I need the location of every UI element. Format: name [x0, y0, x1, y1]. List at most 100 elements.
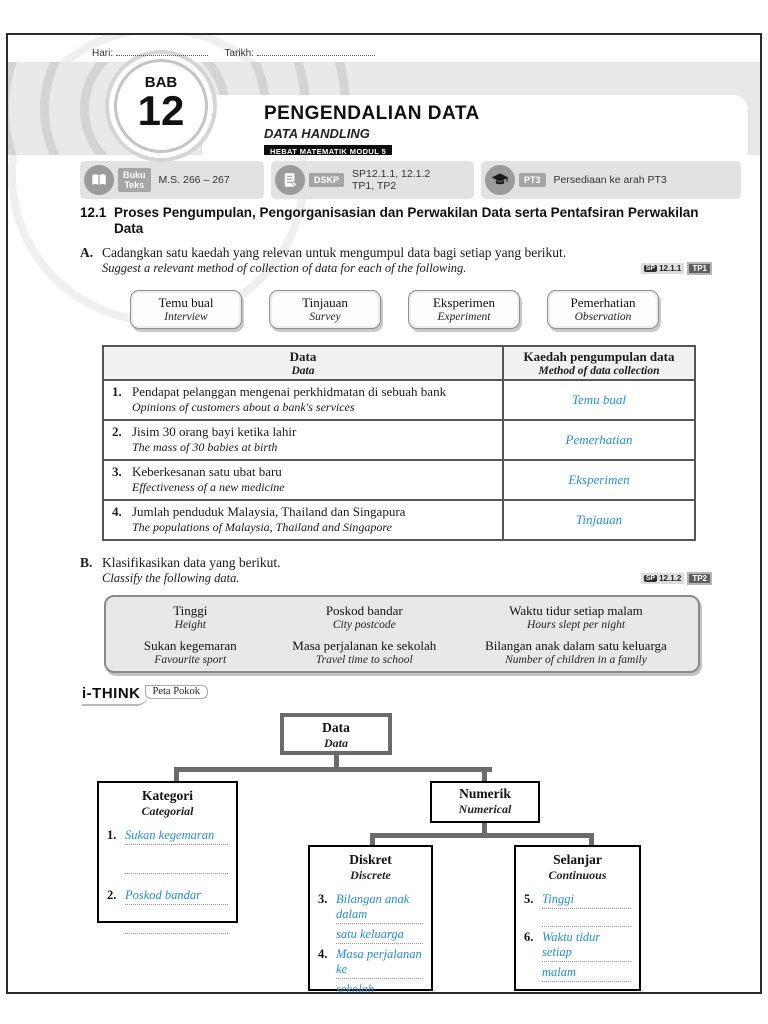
- node-title-malay: Selanjar: [553, 852, 602, 867]
- tree-connector: [174, 769, 179, 781]
- item-malay: Tinggi: [173, 602, 208, 618]
- buku-teks-badge: Buku Teks: [118, 168, 151, 192]
- bab-number: 12: [137, 87, 185, 134]
- table-row: 3.Keberkesanan satu ubat baru Effectiven…: [102, 459, 696, 501]
- tp-level-badge: TP2: [687, 572, 712, 585]
- hari-label: Hari:: [92, 48, 114, 59]
- mortarboard-icon: [485, 165, 515, 195]
- part-b-label: B.: [80, 555, 93, 570]
- answer-number: [524, 912, 542, 927]
- sp-standard-badge: SP 12.1.1: [640, 263, 685, 274]
- part-a-instruction-malay: Cadangkan satu kaedah yang relevan untuk…: [102, 245, 567, 260]
- option-label-english: Survey: [309, 311, 341, 323]
- tree-connector: [482, 823, 487, 835]
- answer-list: 1.Sukan kegemaran 2.Poskod bandar: [99, 819, 236, 934]
- answer-number: 1.: [107, 828, 117, 842]
- answer-number: [107, 919, 125, 934]
- item-malay: Waktu tidur setiap malam: [509, 602, 643, 618]
- table-row: 4. Jumlah penduduk Malaysia, Thailand dan…: [102, 499, 696, 541]
- answer-number: 5.: [524, 892, 534, 906]
- table-row: 1.Pendapat pelanggan mengenai perkhidmat…: [102, 379, 696, 421]
- col1-header-english: Data: [291, 365, 315, 377]
- question-cell: 1.Pendapat pelanggan mengenai perkhidmat…: [102, 379, 504, 421]
- part-a-instruction-english: Suggest a relevant method of collection …: [102, 261, 467, 275]
- column-header-method: Kaedah pengumpulan data Method of data c…: [502, 345, 696, 381]
- ithink-label-row: i-THINK Peta Pokok: [82, 685, 760, 707]
- tree-connector: [589, 835, 594, 845]
- option-label-english: Interview: [164, 311, 208, 323]
- part-a-instruction: A. Cadangkan satu kaedah yang relevan un…: [80, 245, 740, 276]
- item-english: Travel time to school: [315, 653, 413, 666]
- item-malay: Poskod bandar: [325, 602, 403, 618]
- sp-code: 12.1.1: [659, 264, 682, 273]
- chapter-title-card: PENGENDALIAN DATA DATA HANDLING HEBAT MA…: [202, 95, 748, 155]
- question-malay: Jumlah penduduk Malaysia, Thailand dan S…: [132, 504, 406, 519]
- answer-text: Masa perjalanan ke: [336, 947, 423, 979]
- pt3-badge: PT3: [519, 173, 546, 187]
- data-item: Masa perjalanan ke sekolah Travel time t…: [269, 638, 460, 666]
- resource-row: Buku Teks M.S. 266 – 267 DSKP SP12.1.1, …: [8, 161, 760, 201]
- item-malay: Sukan kegemaran: [143, 637, 237, 653]
- answer-text: Bilangan anak dalam: [336, 892, 423, 924]
- option-pemerhatian: Pemerhatian Observation: [547, 290, 659, 329]
- answer-text: Waktu tidur setiap: [542, 930, 631, 962]
- tree-connector: [174, 767, 492, 772]
- hari-blank-line: [115, 47, 208, 56]
- data-items-box: Tinggi Height Poskod bandar City postcod…: [104, 595, 700, 673]
- answer-list: 5.Tinggi 6.Waktu tidur setiap malam: [516, 883, 639, 982]
- map-type-tab: Peta Pokok: [144, 685, 209, 699]
- answer-number: [318, 927, 336, 944]
- answer-number: 3.: [318, 892, 328, 906]
- answer-text: Tinggi: [542, 892, 631, 909]
- node-title-english: Categorial: [141, 804, 194, 818]
- section-heading: 12.1 Proses Pengumpulan, Pengorganisasia…: [80, 205, 728, 237]
- answer-number: [524, 965, 542, 982]
- item-english: Favourite sport: [154, 653, 227, 666]
- tree-node-numerik: Numerik Numerical: [430, 781, 540, 823]
- question-number: 2.: [112, 424, 122, 439]
- question-malay: Pendapat pelanggan mengenai perkhidmatan…: [132, 384, 447, 399]
- col2-header-malay: Kaedah pengumpulan data: [523, 349, 675, 364]
- question-number: 4.: [112, 504, 122, 519]
- blank-answer-line: [542, 912, 631, 927]
- bab-label: BAB: [144, 74, 178, 91]
- table-header-row: Data Data Kaedah pengumpulan data Method…: [102, 345, 696, 381]
- option-label-malay: Eksperimen: [432, 295, 496, 310]
- tree-node-kategori: Kategori Categorial 1.Sukan kegemaran 2.…: [97, 781, 238, 934]
- node-title-english: Numerical: [458, 802, 512, 816]
- node-title-malay: Diskret: [349, 852, 392, 867]
- dskp-codes-line1: SP12.1.1, 12.1.2: [352, 168, 431, 180]
- answer-text: Poskod bandar: [125, 888, 228, 905]
- item-english: Number of children in a family: [505, 653, 647, 666]
- data-item: Tinggi Height: [112, 603, 269, 631]
- pt3-reference-pill: PT3 Persediaan ke arah PT3: [481, 161, 741, 199]
- answer-number: [318, 982, 336, 992]
- dskp-reference-pill: DSKP SP12.1.1, 12.1.2 TP1, TP2: [271, 161, 474, 199]
- part-a-label: A.: [80, 245, 94, 260]
- tp-level-badge: TP1: [687, 262, 712, 275]
- option-eksperimen: Eksperimen Experiment: [408, 290, 520, 329]
- textbook-reference-pill: Buku Teks M.S. 266 – 267: [80, 161, 264, 199]
- tarikh-blank-line: [256, 47, 375, 56]
- data-item: Poskod bandar City postcode: [269, 603, 460, 631]
- page-frame: Hari: Tarikh: PENGENDALIAN DATA DATA HAN…: [6, 33, 762, 994]
- answer-number: [107, 859, 125, 874]
- question-malay: Keberkesanan satu ubat baru: [132, 464, 282, 479]
- answer-text: sekolah: [336, 982, 423, 992]
- item-malay: Bilangan anak dalam satu keluarga: [485, 637, 667, 653]
- tarikh-label: Tarikh:: [224, 48, 254, 59]
- answer-number: 6.: [524, 930, 534, 944]
- textbook-pages: M.S. 266 – 267: [158, 174, 230, 186]
- chapter-title-malay: PENGENDALIAN DATA: [264, 103, 480, 124]
- item-english: City postcode: [332, 618, 396, 631]
- dskp-codes-line2: TP1, TP2: [352, 180, 397, 192]
- node-title-english: Data: [324, 736, 348, 750]
- data-item: Bilangan anak dalam satu keluarga Number…: [460, 638, 692, 666]
- sp-icon: SP: [643, 265, 658, 272]
- question-cell: 3.Keberkesanan satu ubat baru Effectiven…: [102, 459, 504, 501]
- tree-connector: [334, 755, 339, 769]
- blank-answer-line: [125, 919, 228, 934]
- dskp-badge: DSKP: [309, 173, 345, 187]
- answer-cell: Temu bual: [502, 379, 696, 421]
